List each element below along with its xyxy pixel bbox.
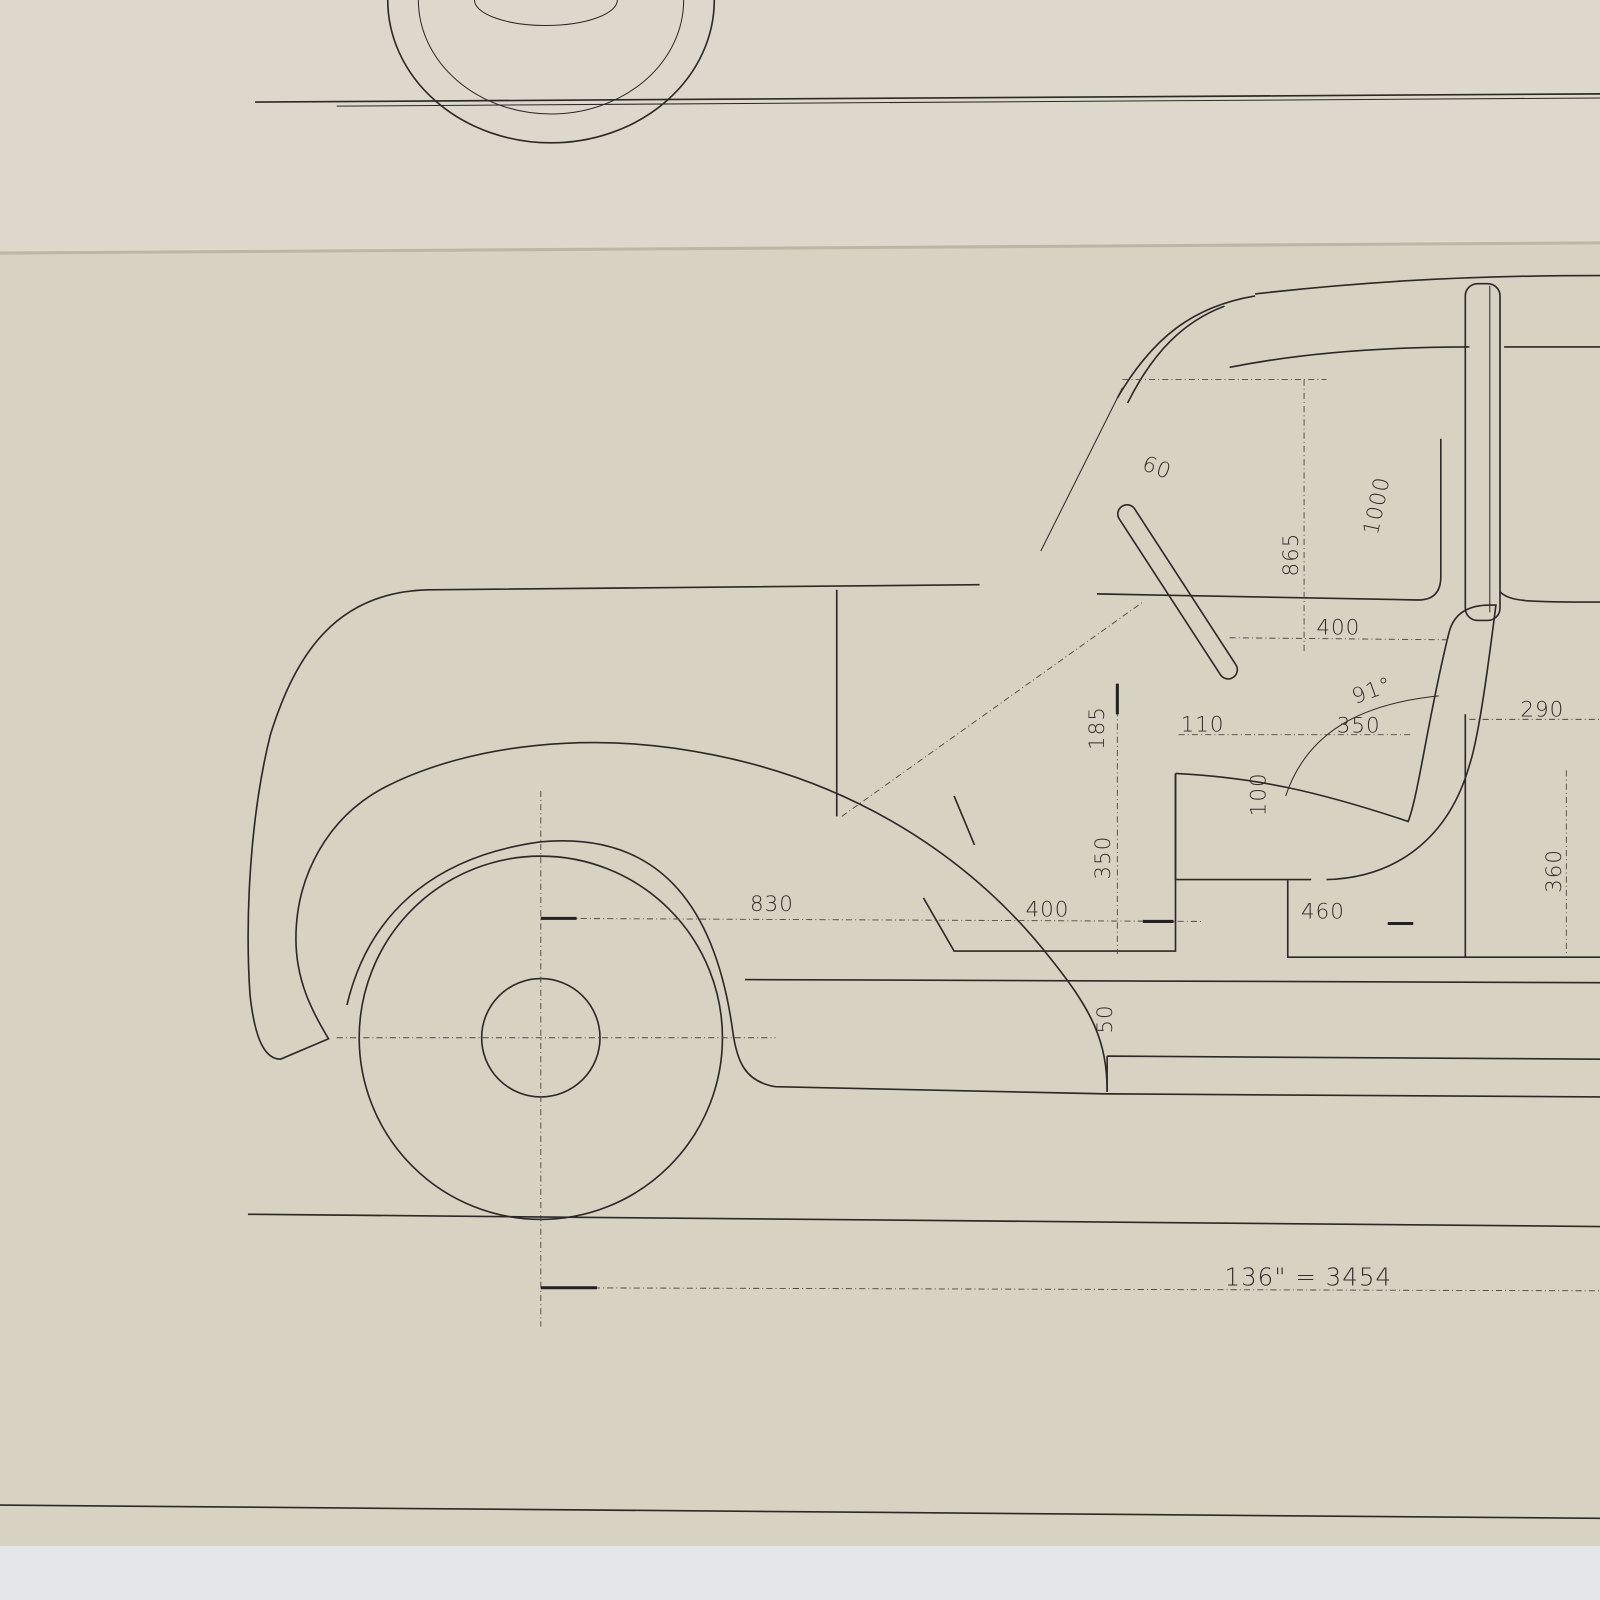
upper-wheel [255,0,1600,144]
ground-line [247,1213,1600,1228]
fender-wheel-arch [346,840,1600,1098]
front-wheel [336,790,776,1327]
upper-sheet [0,0,1600,256]
dim-360: 360 [1542,849,1567,893]
dimension-lines [540,379,1600,1292]
dim-830: 830 [750,892,794,917]
dim-460: 460 [1301,899,1345,924]
sheet-border [0,1504,1600,1520]
pedal [953,795,976,846]
steering-column [1116,503,1239,680]
dim-865: 865 [1279,533,1304,577]
windscreen-roof [1040,274,1600,622]
dim-185: 185 [1085,706,1110,750]
angle-arc [1285,695,1439,797]
dim-400-upper: 400 [1316,616,1360,641]
seat [1175,604,1497,881]
dim-350-floor: 350 [1091,836,1116,880]
front-fender [247,583,1108,1092]
dim-50: 50 [1093,1004,1118,1033]
dim-290: 290 [1520,697,1564,722]
lower-sheet [0,242,1600,1546]
dim-350-seat: 350 [1337,714,1381,739]
body-floor [744,589,1600,1092]
dim-110: 110 [1181,713,1225,738]
dim-400-lower: 400 [1026,897,1070,922]
dim-100: 100 [1246,772,1271,816]
wheelbase-label: 136" = 3454 [1224,1263,1392,1292]
sheet-fold [0,241,1600,255]
